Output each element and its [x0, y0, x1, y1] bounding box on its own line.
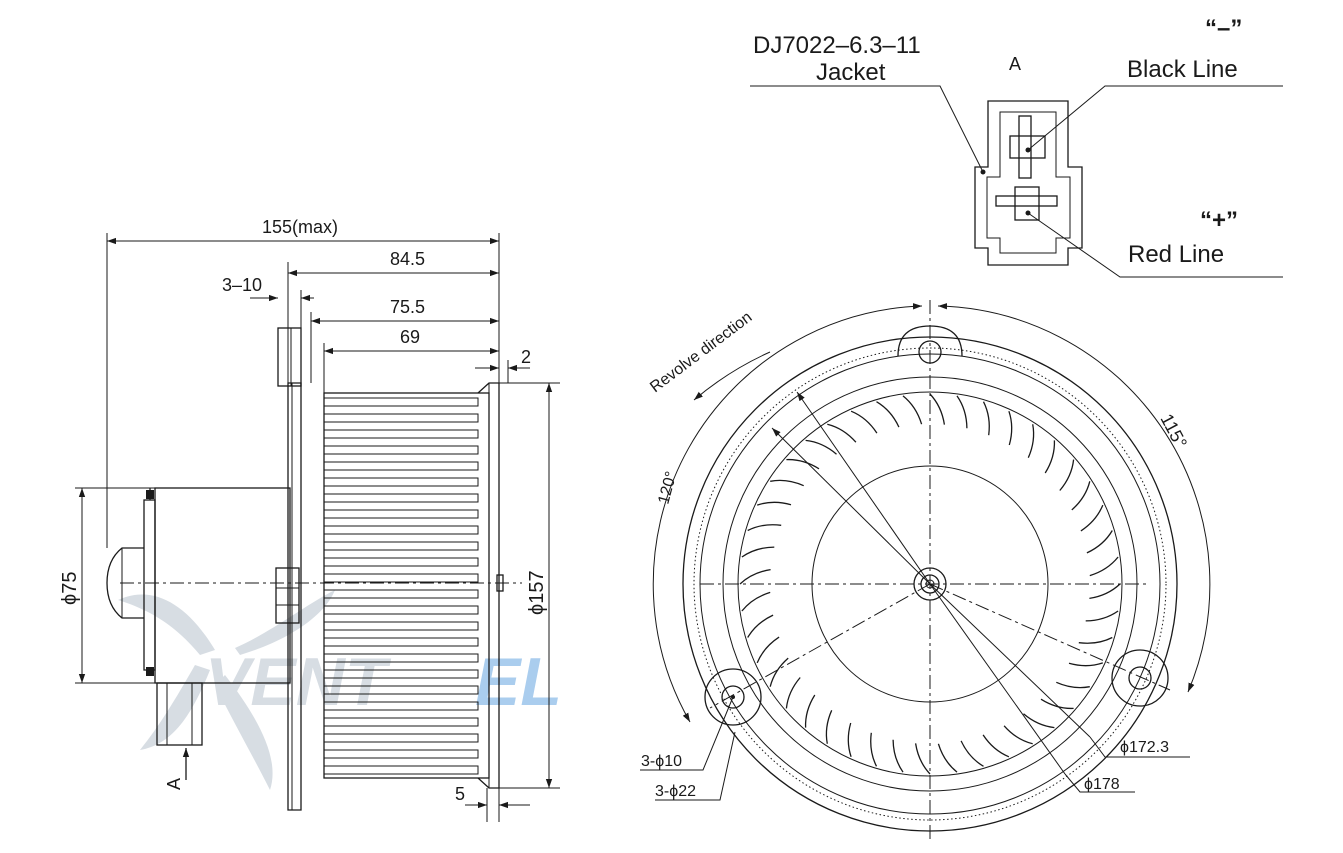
impeller-blade	[756, 636, 780, 664]
impeller-blade	[1044, 440, 1056, 474]
impeller-blade	[956, 395, 968, 429]
blade-slat	[323, 541, 479, 551]
blade-slat	[323, 397, 479, 407]
impeller-blade	[1086, 530, 1113, 554]
impeller-blade	[741, 546, 775, 558]
blade-slat	[323, 429, 479, 439]
front-view: ϕ172.3 ϕ178 120° 115° Revolve direction …	[640, 300, 1211, 840]
blower-wheel-blades	[323, 397, 479, 775]
minus-sign: “–”	[1205, 15, 1242, 42]
blade-slat	[323, 765, 479, 775]
impeller-blade	[747, 524, 782, 532]
impeller-blade	[937, 743, 958, 773]
impeller-blade	[1085, 610, 1119, 622]
impeller-blade	[1027, 424, 1035, 458]
impeller-blade	[1078, 636, 1113, 644]
jacket-label: Jacket	[816, 59, 886, 86]
red-line-label: Red Line	[1128, 241, 1224, 268]
impeller-blade	[1059, 459, 1075, 491]
dim-diameter-178: ϕ178	[1084, 776, 1120, 793]
black-line-label: Black Line	[1127, 56, 1238, 83]
part-number: DJ7022–6.3–11	[753, 32, 921, 59]
blade-slat	[323, 461, 479, 471]
impeller-blade	[741, 591, 771, 612]
impeller-blade	[825, 710, 833, 744]
angle-115: 115°	[1156, 410, 1191, 451]
impeller-blade	[1023, 713, 1055, 729]
blade-slat	[323, 525, 479, 535]
dim-2: 2	[521, 347, 531, 367]
dim-wheel-diameter: ϕ157	[526, 570, 548, 615]
blade-slat	[323, 621, 479, 631]
blade-slat	[323, 557, 479, 567]
impeller-blade	[786, 458, 820, 470]
view-marker-a: A	[164, 778, 184, 790]
impeller-blade	[756, 501, 792, 506]
impeller-blade	[982, 401, 990, 436]
watermark: VENT EL	[118, 590, 562, 790]
blade-slat	[323, 445, 479, 455]
impeller-blade	[827, 423, 857, 443]
dim-5: 5	[455, 784, 465, 804]
connector-view: DJ7022–6.3–11 Jacket A “–” Black Line “+…	[750, 15, 1283, 278]
impeller-blade	[1056, 681, 1090, 689]
blade-slat	[323, 573, 479, 583]
dim-75-5: 75.5	[390, 297, 425, 317]
impeller-blade	[1068, 662, 1104, 667]
impeller-blade	[902, 395, 923, 425]
blade-slat	[323, 749, 479, 759]
dim-overall-length: 155(max)	[262, 217, 338, 237]
impeller-blade	[1008, 410, 1013, 446]
impeller-blade	[1071, 481, 1091, 511]
impeller-blade	[770, 479, 804, 487]
blade-slat	[323, 509, 479, 519]
blade-slat	[323, 733, 479, 743]
impeller-blade	[870, 732, 878, 767]
impeller-blade	[804, 694, 816, 728]
impeller-blade	[1040, 698, 1074, 710]
dim-3-10: 3–10	[222, 275, 262, 295]
impeller-blade	[1089, 556, 1119, 577]
impeller-blade	[1080, 504, 1104, 532]
impeller-blade	[929, 393, 946, 425]
view-a-title: A	[1009, 54, 1021, 74]
impeller-blade	[892, 739, 904, 773]
blade-slat	[323, 605, 479, 615]
hole-spec-small: 3-ϕ10	[641, 753, 682, 770]
impeller-blade	[850, 410, 878, 434]
impeller-blade	[847, 722, 852, 758]
watermark-brand-gray: VENT	[205, 644, 392, 720]
impeller-blade	[1003, 725, 1033, 745]
side-view: A 155(max) 84.5	[59, 217, 560, 822]
impeller-blade	[1089, 583, 1121, 600]
impeller-blade	[739, 568, 771, 585]
blade-slat	[323, 589, 479, 599]
angle-120: 120°	[655, 470, 680, 506]
impeller-blade	[960, 740, 984, 767]
dim-84-5: 84.5	[390, 249, 425, 269]
plus-sign: “+”	[1200, 207, 1238, 234]
blade-slat	[323, 413, 479, 423]
impeller-blade	[914, 743, 931, 775]
hole-spec-boss: 3-ϕ22	[655, 783, 696, 800]
blade-slat	[323, 477, 479, 487]
impeller-blade	[982, 734, 1010, 758]
impeller-blade	[785, 677, 801, 709]
dim-motor-diameter: ϕ75	[59, 572, 81, 605]
blade-slat	[323, 493, 479, 503]
dim-diameter-172-3: ϕ172.3	[1120, 739, 1169, 756]
impeller-blade	[747, 614, 774, 638]
impeller-blade	[876, 401, 900, 428]
dim-69: 69	[400, 327, 420, 347]
